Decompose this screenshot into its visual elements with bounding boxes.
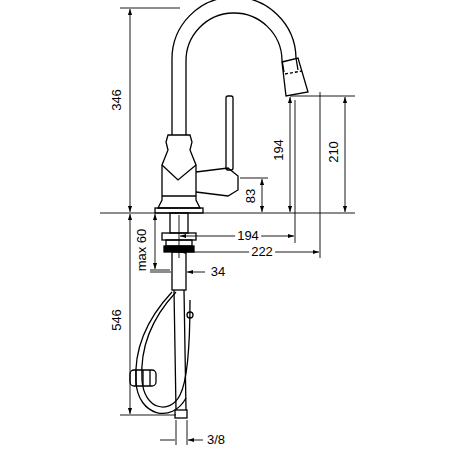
- extension-line: [120, 8, 180, 9]
- hose-fitting: [175, 410, 187, 418]
- dimension-text: 222: [249, 245, 275, 259]
- dimension-text: 194: [235, 229, 261, 243]
- extension-line: [240, 178, 268, 179]
- dimension-text: 194: [272, 137, 286, 163]
- dimension-546: [130, 214, 131, 414]
- dimension-3-8: [160, 440, 203, 441]
- dimension-34: [150, 272, 205, 273]
- dimension-210: [345, 97, 346, 212]
- extension-line: [120, 415, 176, 416]
- spray-hose: [142, 292, 190, 407]
- spout-inner: [186, 13, 284, 135]
- extension-line: [150, 270, 170, 271]
- dimension-text: 34: [209, 265, 227, 279]
- body-detail: [162, 165, 196, 180]
- extension-line: [320, 92, 321, 258]
- dimension-max-60: [155, 214, 156, 269]
- body: [158, 135, 200, 208]
- hose-weight-ribs: [136, 370, 150, 386]
- hose-weight: [130, 370, 156, 386]
- extension-line: [100, 213, 355, 214]
- lever: [226, 96, 233, 170]
- base-plate: [155, 208, 203, 213]
- extension-line: [295, 100, 296, 243]
- body-ring: [162, 195, 196, 196]
- supply-hose: [174, 290, 186, 410]
- dimension-346: [130, 9, 131, 212]
- dimension-text: max 60: [135, 227, 149, 274]
- faucet-outline: [130, 0, 308, 418]
- extension-line: [176, 420, 187, 445]
- spray-head-seam: [285, 71, 302, 74]
- dimension-194: [290, 97, 291, 212]
- dimension-lines: [100, 8, 355, 445]
- dimension-83: [262, 179, 263, 212]
- dimension-text: 3/8: [205, 433, 227, 447]
- dimension-text: 210: [327, 139, 341, 165]
- hose-clip: [187, 312, 193, 318]
- extension-line: [290, 96, 355, 97]
- spray-hose-outer: [136, 292, 186, 413]
- handle-hub: [196, 168, 238, 196]
- extension-line: [179, 215, 180, 258]
- spray-head: [282, 58, 308, 96]
- dimension-text: 346: [110, 87, 124, 113]
- spout: [172, 0, 298, 135]
- dimension-text: 83: [244, 187, 258, 205]
- dimension-text: 546: [110, 307, 124, 333]
